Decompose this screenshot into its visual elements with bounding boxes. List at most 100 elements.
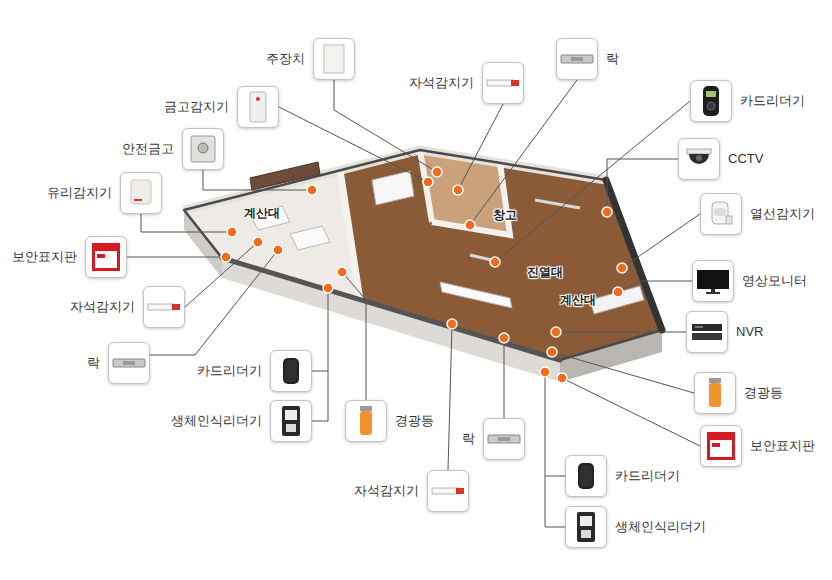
leader-line <box>203 170 312 190</box>
device-callout: 카드리더기 <box>270 350 312 392</box>
back-wall <box>184 150 606 210</box>
area-label: 계산대 <box>244 205 280 222</box>
reader-body <box>578 463 594 489</box>
device-callout: 경광등 <box>694 372 736 414</box>
device-name: 자석감지기 <box>70 299 135 315</box>
area-label: 창고 <box>493 207 517 224</box>
pir-mount <box>726 216 732 224</box>
device-callout: 락 <box>483 418 525 460</box>
lock-plate <box>571 57 583 61</box>
sign-logo <box>97 254 105 258</box>
device-name: 자석감지기 <box>354 483 419 499</box>
leader-line <box>127 257 226 258</box>
counter-desk <box>590 286 644 314</box>
install-point <box>490 257 500 267</box>
storage-wall <box>420 150 432 222</box>
device-picture <box>701 194 741 234</box>
device-name: CCTV <box>728 151 763 167</box>
device-icon <box>565 506 607 548</box>
sign-plate <box>707 432 735 460</box>
device-callout: 유리감지기 <box>120 172 162 214</box>
wall-top-edge <box>606 180 662 330</box>
leader-line <box>622 214 700 268</box>
leader-line <box>458 104 503 190</box>
leader-line <box>312 371 328 372</box>
install-point <box>447 319 457 329</box>
device-name: 락 <box>606 51 619 67</box>
device-name: 주장치 <box>266 51 305 67</box>
device-icon <box>345 400 387 442</box>
device-icon <box>556 38 598 80</box>
device-name: 보안표지판 <box>12 249 77 265</box>
device-icon <box>427 470 469 512</box>
bio-pad <box>581 530 591 538</box>
device-icon <box>482 62 524 104</box>
device-icon <box>120 172 162 214</box>
device-name: 자석감지기 <box>409 75 474 91</box>
leader-line <box>141 214 232 232</box>
device-icon <box>678 138 720 180</box>
device-callout: 자석감지기 <box>427 470 469 512</box>
sensor-body <box>131 180 151 204</box>
device-callout: 카드리더기 <box>565 455 607 497</box>
sign-logo <box>712 443 720 447</box>
reader-key <box>707 102 715 110</box>
magnet-tip <box>456 488 464 494</box>
device-callout: 생체인식리더기 <box>565 506 607 548</box>
device-icon <box>700 193 742 235</box>
leader-line <box>545 372 565 527</box>
device-callout: NVR <box>686 311 728 353</box>
device-picture <box>687 312 727 352</box>
bio-screen <box>580 516 592 526</box>
safe-body <box>191 136 215 162</box>
device-icon <box>270 350 312 392</box>
leader-line <box>562 378 700 446</box>
siren-lens <box>709 383 721 407</box>
device-callout: 보안표지판 <box>700 425 742 467</box>
device-picture <box>557 39 597 79</box>
device-picture <box>701 426 741 466</box>
siren-cap <box>360 406 372 411</box>
bio-body <box>577 512 595 542</box>
device-picture <box>346 401 386 441</box>
device-picture <box>109 343 149 383</box>
device-icon <box>143 286 185 328</box>
install-point <box>465 220 475 230</box>
sign-panel <box>710 440 732 457</box>
magnet-bar <box>487 80 513 86</box>
install-point <box>540 367 550 377</box>
display-stand <box>440 282 512 308</box>
lock-bar <box>561 55 593 63</box>
magnet-bar <box>432 488 458 494</box>
device-icon <box>700 425 742 467</box>
sensor-mark <box>134 199 142 201</box>
lock-plate <box>123 361 135 365</box>
install-point <box>602 207 612 217</box>
dome-base <box>687 149 711 154</box>
storage-wall <box>432 163 510 235</box>
bio-body <box>282 406 300 436</box>
device-name: 경광등 <box>395 413 434 429</box>
device-callout: 안전금고 <box>182 128 224 170</box>
dome-lens <box>696 155 702 161</box>
install-point <box>499 333 509 343</box>
leader-line <box>342 272 366 400</box>
magnet-tip <box>172 304 180 310</box>
leader-line <box>185 242 258 307</box>
install-point <box>551 327 561 337</box>
device-icon <box>85 236 127 278</box>
install-point <box>227 227 237 237</box>
device-picture <box>238 87 278 127</box>
partition-wall <box>340 170 360 300</box>
install-point <box>273 245 283 255</box>
reader-body <box>283 358 299 384</box>
shop-floor <box>184 150 662 360</box>
install-point <box>557 373 567 383</box>
monitor-screen <box>697 270 729 289</box>
bio-screen <box>285 410 297 420</box>
device-picture <box>691 81 731 121</box>
device-icon <box>692 260 734 302</box>
device-name: 카드리더기 <box>197 363 262 379</box>
device-name: 영상모니터 <box>742 273 807 289</box>
